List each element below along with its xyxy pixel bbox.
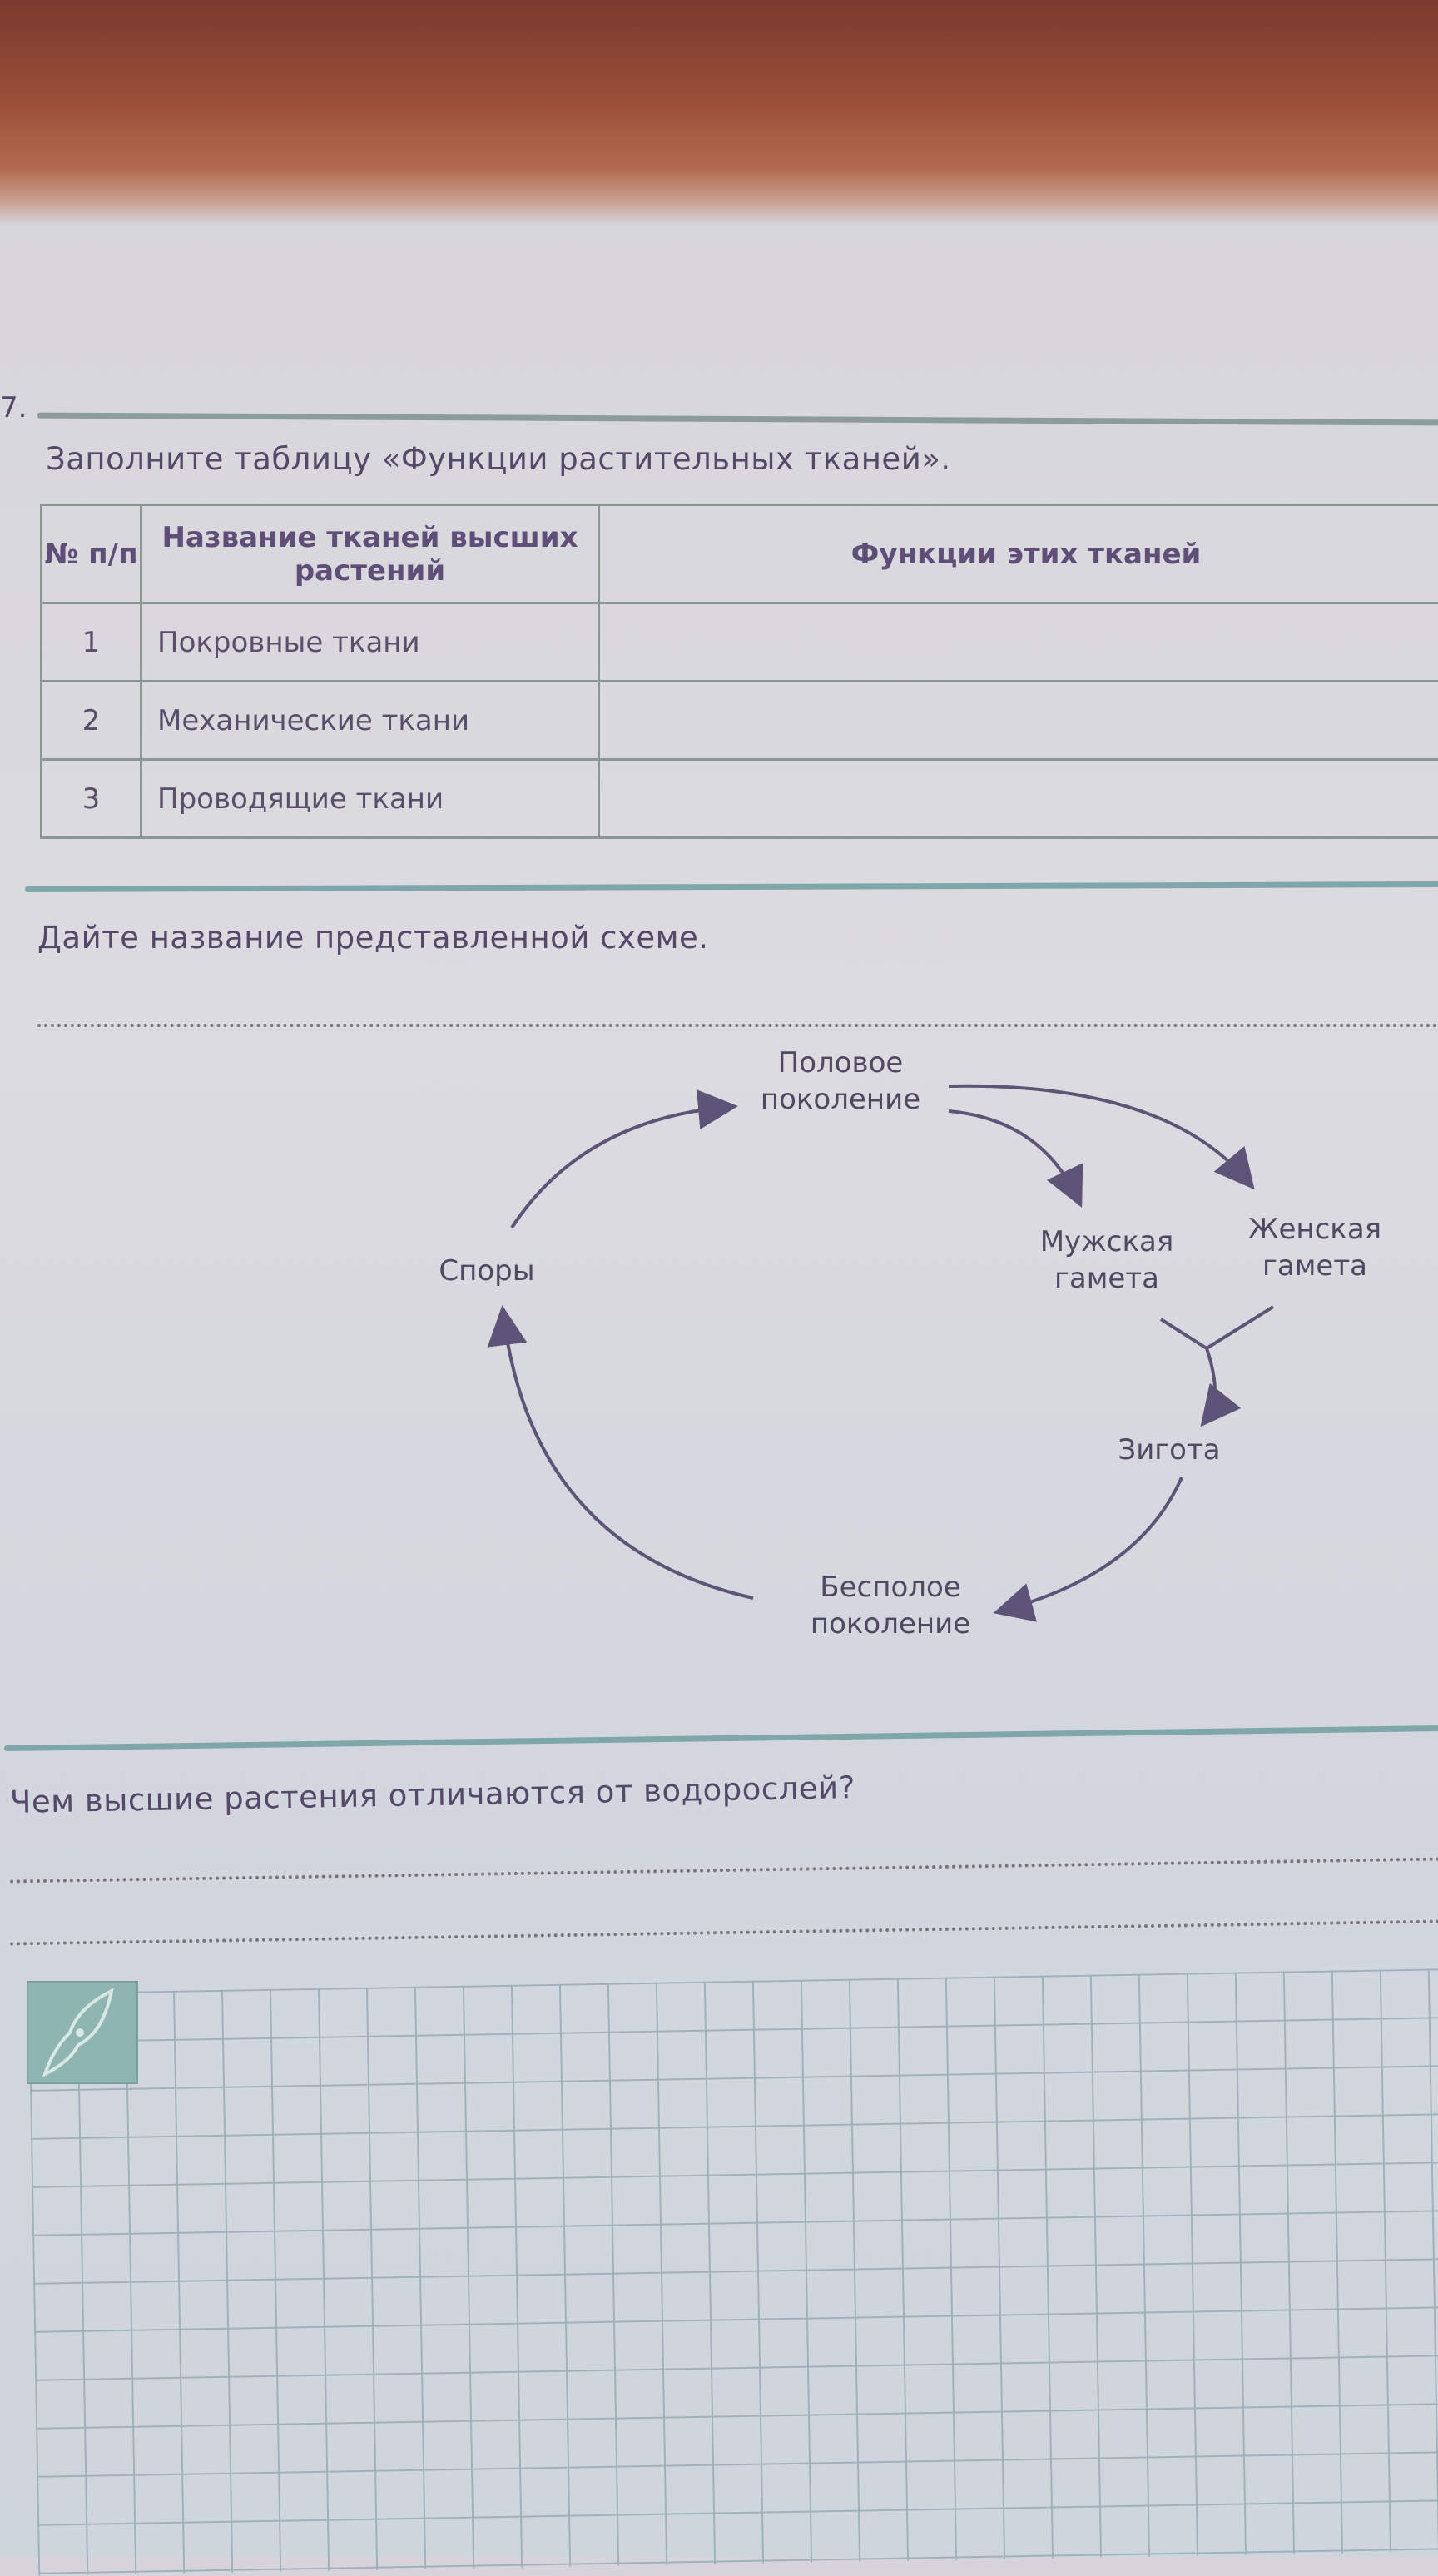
row-number: 3 [42,760,141,838]
arrow-sexual-to-male [949,1111,1078,1199]
row-number: 2 [42,682,141,760]
node-sexual-generation: Половое поколение [716,1045,965,1118]
pen-nib-icon [27,1981,138,2084]
section-divider [25,881,1438,892]
tissue-name: Проводящие ткани [141,760,599,838]
node-zygote: Зигота [1098,1432,1240,1468]
row-number: 1 [42,603,141,682]
table-row: 3 Проводящие ткани [42,760,1438,838]
life-cycle-diagram [0,1040,1438,1665]
task9-prompt: Чем высшие растения отличаются от водоро… [10,1769,855,1820]
node-spores: Споры [416,1253,558,1289]
section-divider [4,1725,1438,1751]
arrow-asexual-to-spores [503,1315,753,1598]
table-row: 2 Механические ткани [42,682,1438,760]
arrow-sexual-to-female [949,1086,1248,1182]
table-header-row: № п/п Название тканей высших растений Фу… [42,505,1438,603]
task-number: 7. [0,391,27,424]
function-cell[interactable] [599,603,1438,682]
answer-line[interactable] [37,1024,1438,1027]
tissue-name: Механические ткани [141,682,599,760]
answer-line-2[interactable] [10,1919,1438,1945]
header-number: № п/п [42,505,141,603]
node-female-gamete: Женская гамета [1215,1211,1415,1284]
node-asexual-generation: Бесполое поколение [766,1569,1015,1642]
tissue-name: Покровные ткани [141,603,599,682]
tissue-functions-table: № п/п Название тканей высших растений Фу… [40,504,1438,839]
graph-paper-area[interactable] [28,1968,1438,2576]
task8-prompt: Дайте название представленной схеме. [37,920,709,955]
header-tissue-name: Название тканей высших растений [141,505,599,603]
header-functions: Функции этих тканей [599,505,1438,603]
arrow-gametes-merge [1161,1307,1273,1419]
node-male-gamete: Мужская гамета [1015,1223,1198,1297]
function-cell[interactable] [599,682,1438,760]
function-cell[interactable] [599,760,1438,838]
section-divider [37,413,1438,426]
table-row: 1 Покровные ткани [42,603,1438,682]
arrow-zygote-to-asexual [1003,1477,1182,1611]
task7-prompt: Заполните таблицу «Функции растительных … [46,441,951,477]
desk-background [0,0,1438,225]
answer-line-1[interactable] [10,1857,1438,1883]
arrow-spores-to-sexual [512,1107,728,1228]
